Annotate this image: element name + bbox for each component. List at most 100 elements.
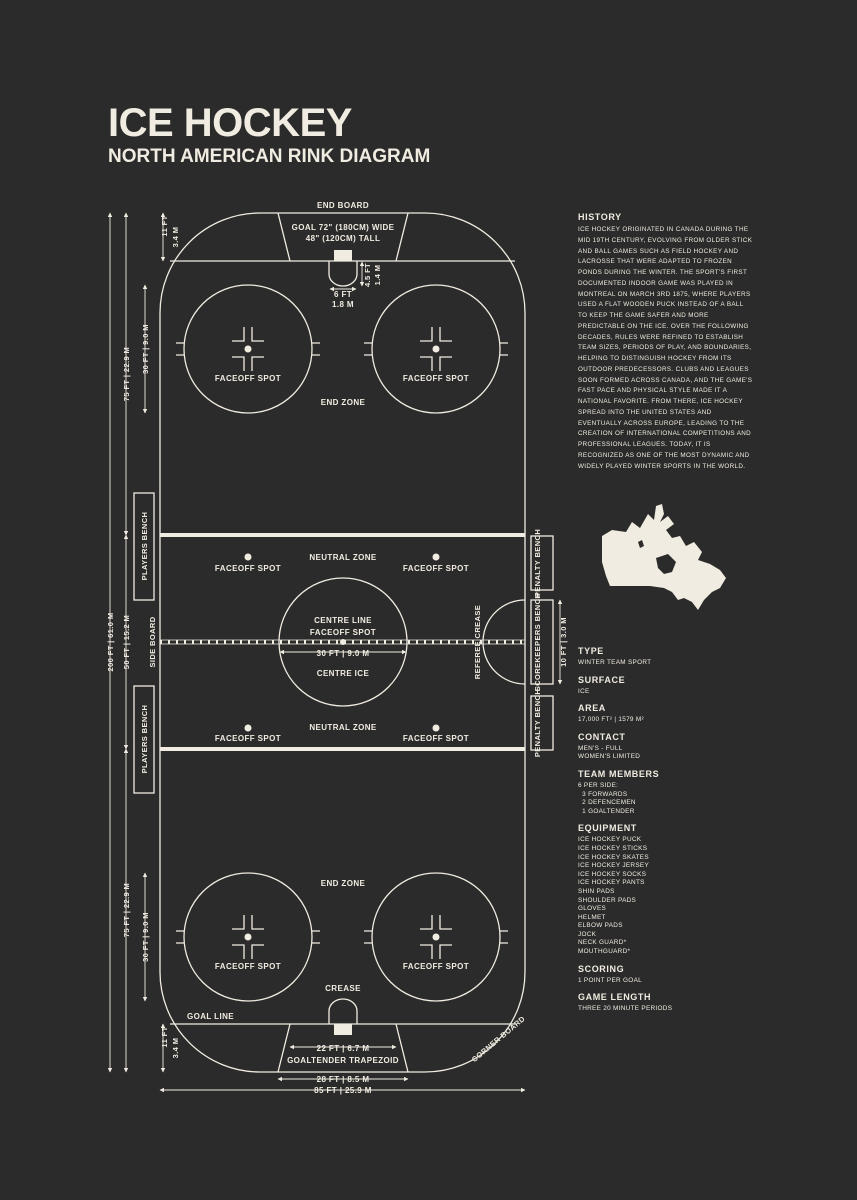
trapezoid-bottom bbox=[277, 1023, 409, 1073]
area-value: 17,000 FT² | 1579 M² bbox=[578, 716, 644, 724]
equipment-item: SHOULDER PADS bbox=[578, 896, 637, 904]
centre-circle-dim: 30 FT | 9.0 M bbox=[317, 649, 370, 658]
rink-boards bbox=[159, 212, 526, 1073]
referee-crease-label: REFEREE CREASE bbox=[473, 605, 482, 679]
contact-value: MEN'S - FULL bbox=[578, 744, 623, 752]
rink-width-dim: 85 FT | 25.9 M bbox=[314, 1086, 372, 1095]
faceoff-dot bbox=[244, 553, 252, 561]
canada-map-icon bbox=[602, 504, 726, 610]
contact-value: WOMEN'S LIMITED bbox=[578, 753, 641, 761]
crease-depth-ft: 4.5 FT bbox=[363, 263, 372, 287]
faceoff-spot-label: FACEOFF SPOT bbox=[403, 962, 469, 971]
trapezoid-base-dim: 28 FT | 8.5 M bbox=[317, 1075, 370, 1084]
equipment-item: NECK GUARD* bbox=[578, 939, 627, 947]
team-line: 2 DEFENCEMEN bbox=[578, 799, 636, 807]
page-subtitle: NORTH AMERICAN RINK DIAGRAM bbox=[108, 146, 431, 167]
crease-width-m: 1.8 M bbox=[332, 300, 354, 309]
neutral-zone-label: NEUTRAL ZONE bbox=[309, 723, 377, 732]
players-bench-bottom bbox=[133, 685, 155, 794]
goal-line-label: GOAL LINE bbox=[187, 1012, 234, 1021]
goal-dim-ft: 11 FT bbox=[160, 1026, 169, 1047]
equipment-item: ICE HOCKEY SOCKS bbox=[578, 870, 647, 878]
surface-heading: SURFACE bbox=[578, 674, 626, 685]
history-text: Ice hockey originated in Canada during t… bbox=[578, 226, 753, 470]
game-length-value: THREE 20 MINUTE PERIODS bbox=[578, 1005, 673, 1013]
side-board-label: SIDE BOARD bbox=[148, 616, 157, 667]
centre-circle bbox=[278, 577, 408, 707]
neutral-zone-label: NEUTRAL ZONE bbox=[309, 553, 377, 562]
penalty-bench-top bbox=[530, 535, 554, 591]
zone-length-dim: 75 FT | 22.9 M bbox=[122, 883, 131, 937]
info-section: TYPE WINTER TEAM SPORT SURFACE ICE AREA … bbox=[578, 646, 753, 1021]
faceoff-spot-label: FACEOFF SPOT bbox=[215, 374, 281, 383]
scorekeepers-dim: 10 FT | 3.0 M bbox=[559, 617, 568, 667]
goal-dim-m: 3.4 M bbox=[171, 227, 180, 248]
players-bench-label: PLAYERS BENCH bbox=[140, 512, 149, 581]
surface-value: ICE bbox=[578, 687, 590, 695]
faceoff-dot bbox=[432, 553, 440, 561]
equipment-item: ICE HOCKEY STICKS bbox=[578, 844, 648, 852]
total-length-dim: 200 FT | 61.0 M bbox=[106, 613, 115, 672]
scorekeepers-bench bbox=[530, 599, 554, 685]
equipment-item: ICE HOCKEY SKATES bbox=[578, 853, 649, 861]
faceoff-spot-label: FACEOFF SPOT bbox=[215, 734, 281, 743]
team-line: 1 GOALTENDER bbox=[578, 807, 635, 815]
type-heading: TYPE bbox=[578, 646, 604, 656]
blue-line-bottom bbox=[160, 747, 525, 751]
faceoff-circle-top-left bbox=[183, 284, 313, 414]
goal-dim-m: 3.4 M bbox=[171, 1038, 180, 1059]
faceoff-spot-label: FACEOFF SPOT bbox=[403, 374, 469, 383]
equipment-item: ICE HOCKEY JERSEY bbox=[578, 862, 650, 870]
goal-dim-ft: 11 FT bbox=[160, 215, 169, 236]
equipment-item: SHIN PADS bbox=[578, 887, 615, 895]
scoring-heading: SCORING bbox=[578, 963, 625, 974]
goal-size-label: GOAL 72" (180CM) WIDE bbox=[292, 223, 395, 232]
faceoff-dot bbox=[432, 933, 440, 941]
corner-board-label: CORNER BOARD bbox=[470, 1014, 527, 1064]
centre-ice-label: CENTRE ICE bbox=[317, 669, 370, 678]
penalty-bench-label: PENALTY BENCH bbox=[533, 689, 542, 757]
type-value: WINTER TEAM SPORT bbox=[578, 659, 652, 666]
equipment-item: HELMET bbox=[578, 913, 606, 921]
end-board-label: END BOARD bbox=[317, 201, 369, 210]
penalty-bench-bottom bbox=[530, 695, 554, 751]
zone-length-dim: 75 FT | 22.9 M bbox=[122, 347, 131, 401]
team-heading: TEAM MEMBERS bbox=[578, 768, 660, 779]
equipment-item: MOUTHGUARD* bbox=[578, 948, 631, 956]
faceoff-dot bbox=[432, 345, 440, 353]
faceoff-spot-label: FACEOFF SPOT bbox=[215, 962, 281, 971]
page-title: ICE HOCKEY bbox=[108, 101, 352, 145]
trapezoid-dim: 22 FT | 6.7 M bbox=[317, 1044, 370, 1053]
faceoff-spot-label: FACEOFF SPOT bbox=[403, 734, 469, 743]
faceoff-dot bbox=[244, 933, 252, 941]
penalty-bench-label: PENALTY BENCH bbox=[533, 529, 542, 597]
history-heading: HISTORY bbox=[578, 212, 622, 222]
trapezoid-top bbox=[277, 212, 409, 262]
circle-dim: 30 FT | 9.0 M bbox=[141, 912, 150, 962]
equipment-item: ICE HOCKEY PUCK bbox=[578, 836, 642, 844]
faceoff-dot bbox=[244, 345, 252, 353]
crease-bottom bbox=[328, 998, 358, 1024]
equipment-item: ICE HOCKEY PANTS bbox=[578, 879, 645, 887]
end-zone-label: END ZONE bbox=[321, 398, 366, 407]
centre-line-label: CENTRE LINE bbox=[314, 616, 372, 625]
players-bench-label: PLAYERS BENCH bbox=[140, 705, 149, 774]
scoring-value: 1 POINT PER GOAL bbox=[578, 976, 642, 984]
faceoff-circle-bottom-right bbox=[371, 872, 501, 1002]
players-bench-top bbox=[133, 492, 155, 601]
faceoff-spot-label: FACEOFF SPOT bbox=[403, 564, 469, 573]
crease-top bbox=[328, 261, 358, 287]
faceoff-circle-bottom-left bbox=[183, 872, 313, 1002]
equipment-item: ELBOW PADS bbox=[578, 922, 623, 930]
contact-heading: CONTACT bbox=[578, 731, 626, 742]
area-heading: AREA bbox=[578, 703, 606, 714]
circle-dim: 30 FT | 9.0 M bbox=[141, 324, 150, 374]
blue-line-top bbox=[160, 533, 525, 537]
equipment-item: JOCK bbox=[578, 930, 597, 938]
history-section: HISTORY Ice hockey originated in Canada … bbox=[578, 212, 753, 472]
faceoff-dot bbox=[432, 724, 440, 732]
team-line: 6 PER SIDE: bbox=[578, 781, 619, 789]
goal-net-top bbox=[334, 250, 352, 261]
referee-crease bbox=[482, 599, 526, 685]
game-length-heading: GAME LENGTH bbox=[578, 992, 652, 1003]
